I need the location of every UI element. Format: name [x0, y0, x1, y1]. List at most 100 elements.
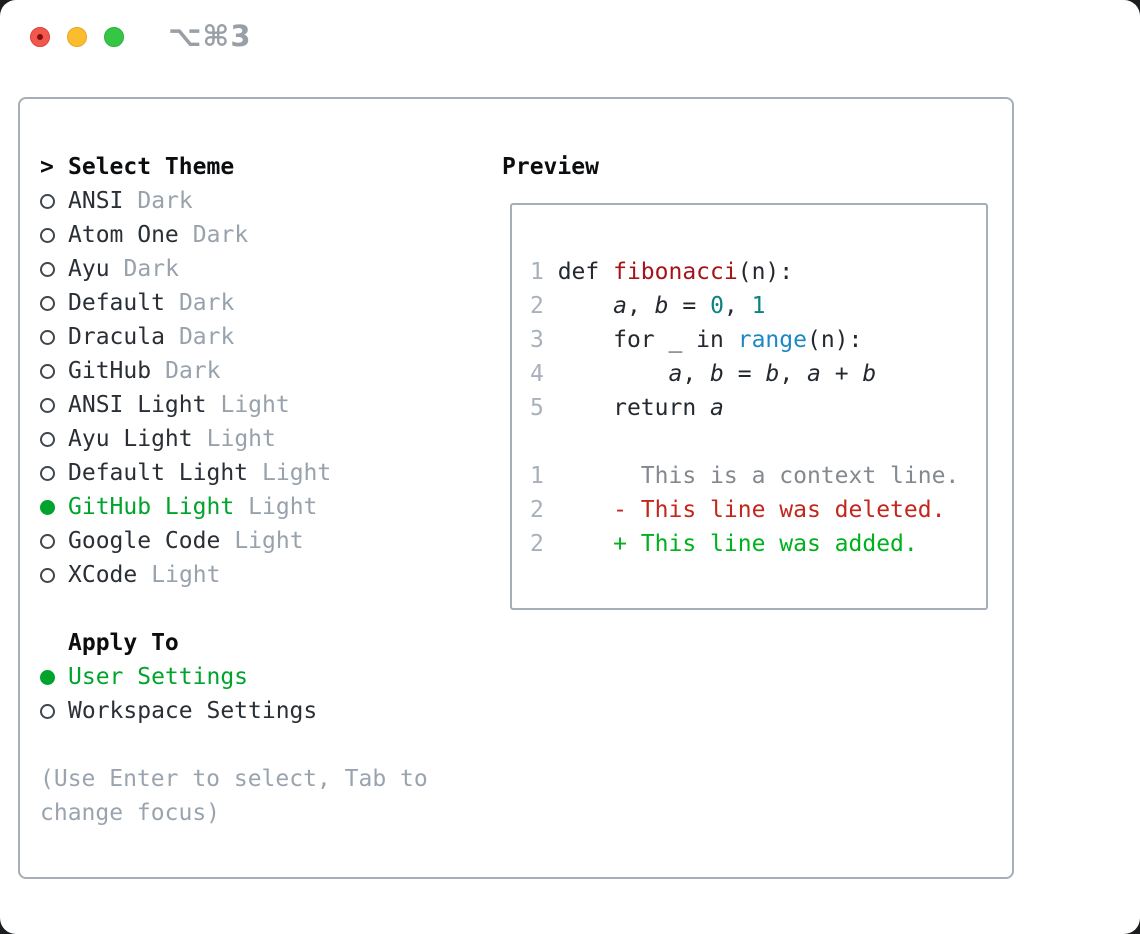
blank-line [530, 425, 986, 459]
radio-icon [40, 295, 55, 311]
theme-option-atom-one-dark[interactable]: Atom One Dark [40, 218, 485, 252]
keyboard-hint-text: (Use Enter to select, Tab to change focu… [40, 766, 428, 826]
code-token: + [820, 361, 863, 387]
prompt-icon: > [40, 154, 54, 180]
title-bar: ⌥⌘3 [0, 0, 1140, 74]
theme-name: Ayu Light [68, 426, 193, 452]
code-token: b [710, 361, 724, 387]
theme-option-xcode-light[interactable]: XCode Light [40, 558, 485, 592]
line-number: 1 [530, 259, 558, 285]
theme-option-ansi-light[interactable]: ANSI Light Light [40, 388, 485, 422]
code-token: a [668, 361, 683, 387]
spacer [40, 728, 485, 762]
apply-to-title: Apply To [68, 630, 179, 656]
code-line: 2 a, b = 0, 1 [530, 289, 986, 323]
radio-icon [40, 397, 55, 413]
radio-icon [40, 193, 55, 209]
theme-variant-tag: Light [234, 528, 304, 554]
code-token: fibonacci [613, 259, 738, 285]
line-number: 3 [530, 327, 558, 353]
diff-line: 2 + This line was added. [530, 527, 986, 561]
theme-name: ANSI [68, 188, 124, 214]
code-token: , [626, 293, 655, 319]
apply-option-user-settings[interactable]: User Settings [40, 660, 485, 694]
theme-name: ANSI Light [68, 392, 207, 418]
radio-icon [40, 703, 55, 719]
theme-variant-tag: Dark [123, 256, 179, 282]
radio-selected-icon [40, 499, 55, 515]
theme-variant-tag: Dark [178, 290, 235, 316]
apply-to-header: Apply To [40, 626, 485, 660]
diff-text: + This line was added. [557, 531, 918, 557]
code-line: 1 def fibonacci(n): [530, 255, 986, 289]
theme-variant-tag: Dark [165, 358, 221, 384]
diff-line: 2 - This line was deleted. [530, 493, 986, 527]
radio-icon [40, 533, 55, 549]
theme-list-column: > Select Theme ANSI Dark Atom One Dark A… [40, 150, 485, 830]
minimize-button[interactable] [67, 27, 87, 47]
apply-option-label: Workspace Settings [68, 698, 318, 724]
code-token: (n): [737, 259, 794, 285]
theme-name: Ayu [68, 256, 110, 282]
radio-icon [40, 465, 55, 481]
theme-variant-tag: Dark [192, 222, 249, 248]
code-token: , [682, 361, 711, 387]
code-line: 3 for _ in range(n): [530, 323, 986, 357]
zoom-button[interactable] [104, 27, 124, 47]
code-token: a [613, 293, 627, 319]
diff-text: This is a context line. [557, 463, 960, 489]
theme-option-dracula-dark[interactable]: Dracula Dark [40, 320, 485, 354]
code-token: = [668, 293, 711, 319]
theme-variant-tag: Dark [137, 188, 193, 214]
select-theme-title: Select Theme [68, 154, 235, 180]
code-token: return [557, 395, 711, 421]
theme-option-github-dark[interactable]: GitHub Dark [40, 354, 485, 388]
theme-option-ayu-light[interactable]: Ayu Light Light [40, 422, 485, 456]
code-token: 0 [710, 293, 724, 319]
code-token: range [737, 327, 807, 353]
theme-option-default-dark[interactable]: Default Dark [40, 286, 485, 320]
radio-icon [40, 363, 55, 379]
diff-text: - This line was deleted. [557, 497, 946, 523]
code-token: for _ in [557, 327, 738, 353]
diff-line: 1 This is a context line. [530, 459, 986, 493]
theme-name: Dracula [68, 324, 165, 350]
theme-name: Atom One [68, 222, 179, 248]
code-token: b [765, 361, 780, 387]
code-line: 5 return a [530, 391, 986, 425]
theme-option-ayu-dark[interactable]: Ayu Dark [40, 252, 485, 286]
theme-variant-tag: Light [206, 426, 276, 452]
select-theme-header: > Select Theme [40, 150, 485, 184]
theme-variant-tag: Dark [178, 324, 235, 350]
radio-icon [40, 567, 55, 583]
radio-selected-icon [40, 669, 55, 685]
code-token: , [779, 361, 808, 387]
spacer [40, 592, 485, 626]
theme-option-default-light[interactable]: Default Light Light [40, 456, 485, 490]
theme-name: Default Light [68, 460, 249, 486]
code-token: , [723, 293, 752, 319]
close-button[interactable] [30, 27, 50, 47]
theme-option-github-light[interactable]: GitHub Light Light [40, 490, 485, 524]
theme-variant-tag: Light [151, 562, 221, 588]
radio-icon [40, 261, 55, 277]
code-line: 4 a, b = b, a + b [530, 357, 986, 391]
theme-name: Google Code [68, 528, 221, 554]
theme-option-ansi-dark[interactable]: ANSI Dark [40, 184, 485, 218]
line-number: 4 [530, 361, 558, 387]
preview-title: Preview [502, 154, 599, 180]
theme-selector-panel: > Select Theme ANSI Dark Atom One Dark A… [18, 97, 1014, 879]
code-token: def [557, 259, 614, 285]
apply-option-label: User Settings [68, 664, 249, 690]
theme-variant-tag: Light [262, 460, 332, 486]
code-token: a [710, 395, 724, 421]
window-title: ⌥⌘3 [168, 19, 252, 53]
code-token: b [862, 361, 877, 387]
code-token: = [723, 361, 766, 387]
theme-option-google-code-light[interactable]: Google Code Light [40, 524, 485, 558]
code-token [558, 293, 613, 319]
apply-option-workspace-settings[interactable]: Workspace Settings [40, 694, 485, 728]
